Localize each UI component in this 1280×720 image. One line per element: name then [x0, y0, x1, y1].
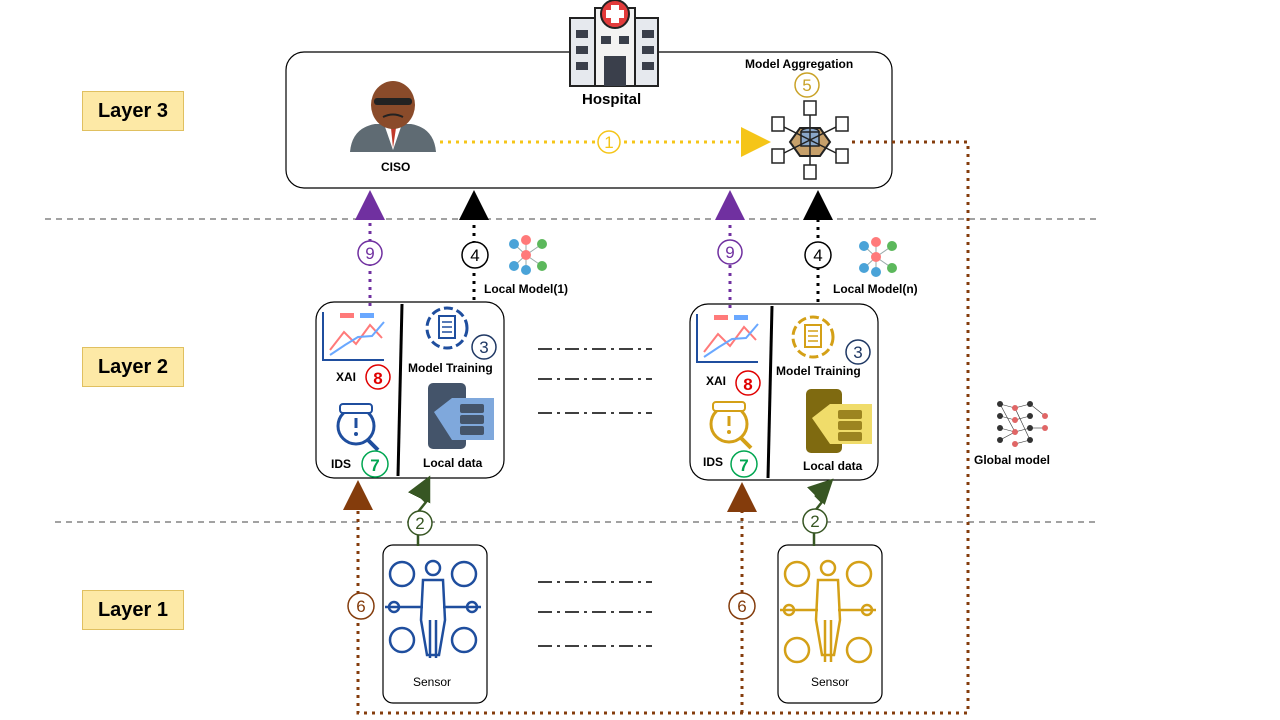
aggregation-icon — [771, 100, 849, 180]
chart-icon — [322, 312, 385, 361]
hospital-node-1-divider — [396, 303, 404, 477]
model-training-label-1: Model Training — [408, 361, 493, 375]
svg-text:6: 6 — [737, 597, 746, 616]
step-1-badge: 1 — [597, 130, 621, 154]
global-model-label: Global model — [974, 453, 1051, 467]
svg-text:1: 1 — [604, 133, 613, 152]
svg-text:4: 4 — [813, 246, 822, 265]
hospital-icon — [569, 0, 659, 87]
phone-database-icon — [428, 383, 494, 449]
hospital-node-n-box — [689, 303, 879, 481]
hospital-label: Hospital — [582, 91, 642, 108]
network-icon — [509, 235, 547, 275]
step-3-badge-1: 3 — [471, 334, 497, 360]
step-3-badge-n: 3 — [845, 339, 871, 365]
model-training-label-n: Model Training — [776, 364, 861, 378]
hospital-node-1-box — [315, 301, 505, 479]
svg-text:4: 4 — [470, 246, 479, 265]
layer-1-label: Layer 1 — [82, 590, 184, 630]
svg-text:6: 6 — [356, 597, 365, 616]
gear-doc-icon — [425, 306, 469, 350]
sensor-label-1: Sensor — [413, 675, 452, 689]
local-model-1-label: Local Model(1) — [484, 282, 569, 296]
step-4-badge-1: 4 — [461, 241, 489, 269]
step-8-badge-n: 8 — [735, 370, 761, 396]
step-6-badge-n: 6 — [728, 592, 756, 620]
model-aggregation-label: Model Aggregation — [745, 57, 854, 71]
ids-icon-n — [709, 401, 753, 450]
chart-icon-n — [696, 314, 759, 363]
svg-text:7: 7 — [739, 456, 748, 475]
step-6-badge-1: 6 — [347, 592, 375, 620]
ciso-label: CISO — [381, 160, 411, 174]
step-7-badge-1: 7 — [361, 450, 389, 478]
step-7-badge-n: 7 — [730, 450, 758, 478]
layer-3-label: Layer 3 — [82, 91, 184, 131]
xai-label-1: XAI — [336, 370, 357, 384]
svg-text:3: 3 — [479, 338, 488, 357]
xai-label-n: XAI — [706, 374, 727, 388]
local-data-label-1: Local data — [423, 456, 483, 470]
sensor-body-icon-n — [780, 559, 876, 664]
svg-text:7: 7 — [370, 456, 379, 475]
ids-label-1: IDS — [331, 457, 352, 471]
network-icon-n — [859, 237, 897, 277]
step-5-badge: 5 — [794, 72, 820, 98]
step-4-badge-n: 4 — [804, 241, 832, 269]
hospital-node-n-divider — [766, 305, 774, 479]
local-data-label-n: Local data — [803, 459, 863, 473]
ellipsis-connectors — [538, 348, 652, 647]
svg-text:2: 2 — [810, 512, 819, 531]
svg-text:5: 5 — [802, 76, 811, 95]
ids-label-n: IDS — [703, 455, 724, 469]
local-model-n-label: Local Model(n) — [833, 282, 918, 296]
svg-text:9: 9 — [725, 243, 734, 262]
sensor-label-n: Sensor — [811, 675, 850, 689]
svg-text:9: 9 — [365, 244, 374, 263]
global-model-icon — [997, 401, 1048, 447]
ids-icon — [336, 403, 380, 452]
svg-text:2: 2 — [415, 514, 424, 533]
ciso-avatar-icon — [350, 81, 436, 152]
step-9-badge-1: 9 — [357, 240, 383, 266]
step-9-badge-n: 9 — [717, 239, 743, 265]
sensor-body-icon — [385, 559, 481, 658]
step-2-badge-n: 2 — [802, 508, 828, 534]
phone-database-icon-n — [806, 389, 872, 453]
svg-text:8: 8 — [743, 375, 752, 394]
svg-text:3: 3 — [853, 343, 862, 362]
layer-2-label: Layer 2 — [82, 347, 184, 387]
step-8-badge-1: 8 — [365, 364, 391, 390]
gear-doc-icon-n — [791, 315, 835, 359]
svg-text:8: 8 — [373, 369, 382, 388]
step-2-badge-1: 2 — [407, 510, 433, 536]
